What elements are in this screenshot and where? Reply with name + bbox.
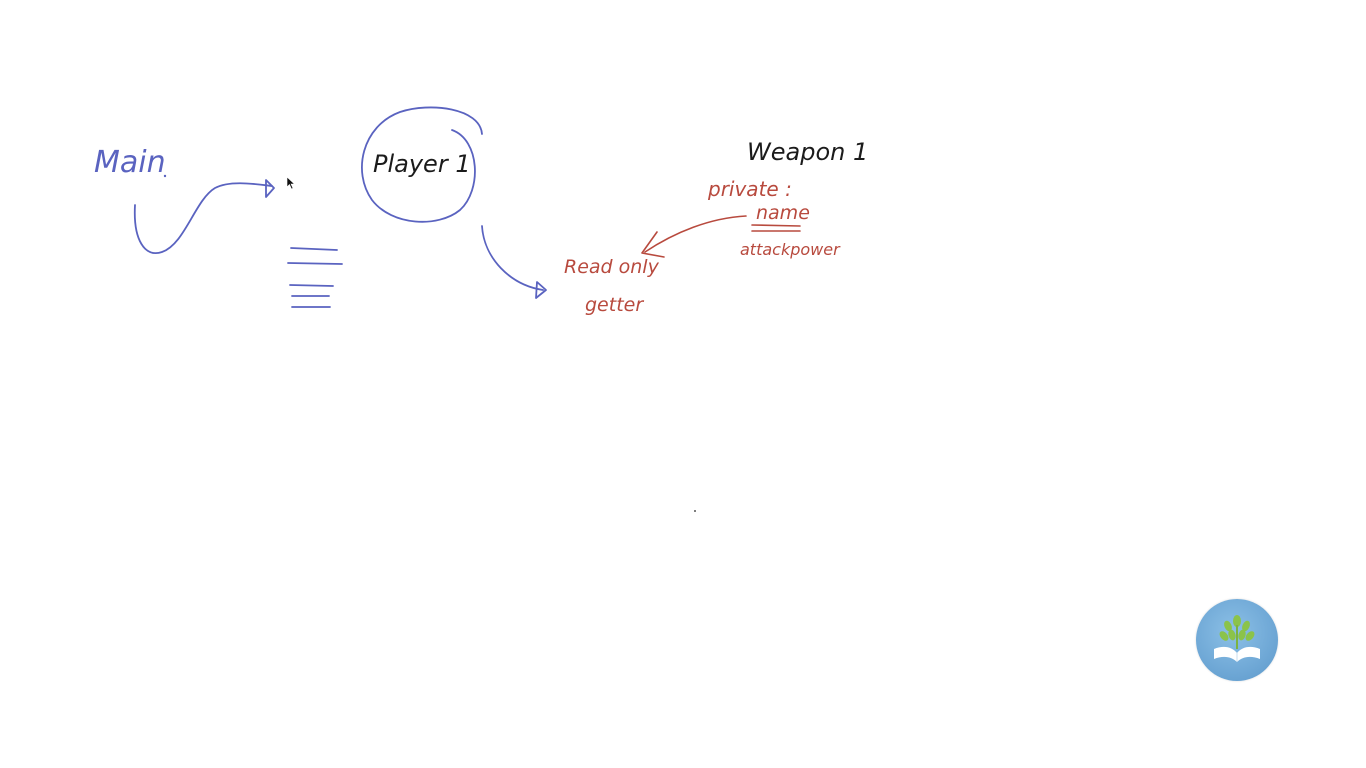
player-to-readonly-arrow [481,225,544,291]
arrow-cursor-icon [286,176,296,190]
attack-label: attackpower [740,240,841,259]
main-dot [163,174,167,178]
player-circle [361,106,483,223]
name-underline-1 [751,224,801,227]
weapon-label: Weapon 1 [747,138,868,166]
main-label: Main [94,145,166,180]
book-leaf-logo-icon[interactable] [1196,599,1278,681]
stacked-lines [287,247,343,308]
name-readonly-arrowhead [641,231,665,258]
stray-dot [694,510,696,512]
main-to-lines-arrow [133,182,273,255]
name-label: name [756,202,810,224]
main-arrowhead [265,179,275,198]
player-readonly-arrowhead [535,281,547,299]
name-to-readonly-arrow [644,215,747,253]
readonly-label: Read only [564,256,660,278]
player-label: Player 1 [373,150,471,178]
getter-label: getter [585,294,644,316]
private-label: private : [707,177,792,201]
